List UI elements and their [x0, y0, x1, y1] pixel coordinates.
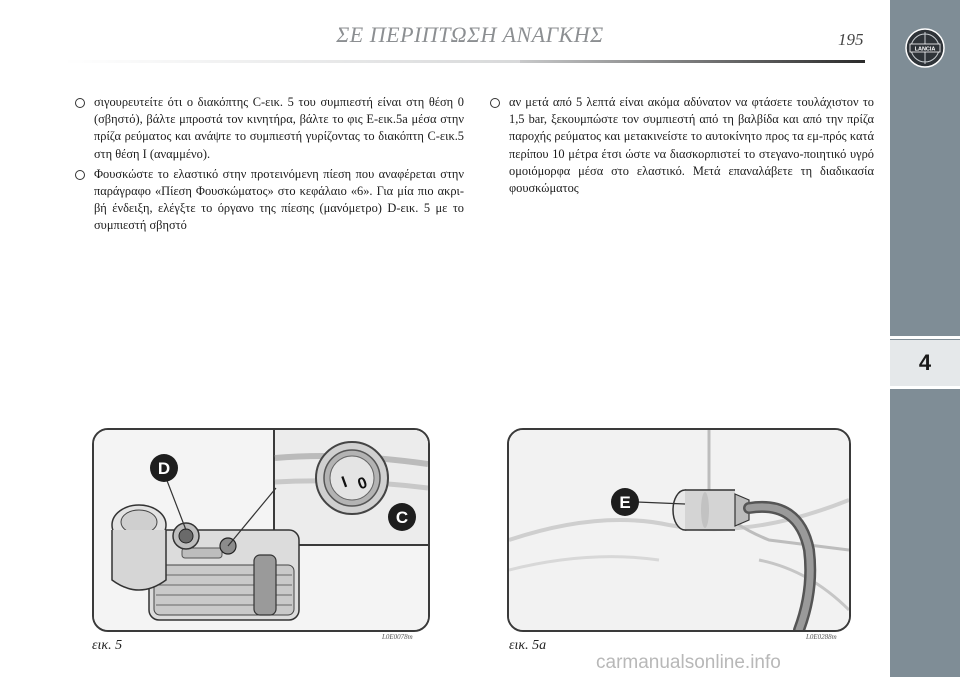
callout-e-label: E: [619, 493, 630, 512]
compressor-illustration: I 0 D: [94, 430, 428, 630]
switch-on-label: I: [340, 474, 350, 491]
chapter-tab: 4: [890, 340, 960, 386]
header-rule-dark: [520, 60, 865, 63]
figure-code: L0E0078m: [382, 633, 413, 641]
figure-code: L0E0288m: [806, 633, 837, 641]
left-column: σιγουρευτείτε ότι ο διακόπτης C-εικ. 5 τ…: [74, 94, 464, 238]
power-plug-icon: [672, 489, 750, 531]
callout-c-label: C: [396, 508, 408, 527]
paragraph-text: Φουσκώστε το ελαστικό στην προτεινόμενη …: [94, 166, 464, 233]
paragraph-text: αν μετά από 5 λεπτά είναι ακόμα αδύνατον…: [509, 95, 874, 196]
callout-e-badge: E: [611, 488, 639, 516]
paragraph-text: σιγουρευτείτε ότι ο διακόπτης C-εικ. 5 τ…: [94, 95, 464, 161]
sidebar-separator-bottom: [890, 386, 960, 389]
compressor-icon: [111, 504, 300, 621]
lancia-logo: LANCIA: [905, 28, 945, 68]
watermark: carmanualsonline.info: [596, 652, 781, 673]
bullet-icon: [75, 98, 85, 108]
page-title: ΣΕ ΠΕΡΙΠΤΩΣΗ ΑΝΑΓΚΗΣ: [336, 22, 604, 47]
list-item: Φουσκώστε το ελαστικό στην προτεινόμενη …: [74, 166, 464, 235]
socket-illustration: E: [509, 430, 849, 630]
figure-caption: εικ. 5a: [509, 638, 547, 653]
figure-compressor: I 0 D: [92, 428, 430, 632]
bullet-icon: [75, 169, 85, 180]
bullet-icon: [490, 98, 500, 108]
list-item: σιγουρευτείτε ότι ο διακόπτης C-εικ. 5 τ…: [74, 94, 464, 163]
logo-text: LANCIA: [915, 47, 936, 53]
callout-d-badge: D: [150, 454, 178, 482]
list-item: αν μετά από 5 λεπτά είναι ακόμα αδύνατον…: [489, 94, 874, 197]
page-number: 195: [838, 30, 864, 49]
figure-power-socket: E: [507, 428, 851, 632]
header-rule-light: [64, 60, 524, 63]
callout-d-label: D: [158, 459, 170, 478]
figure-caption: εικ. 5: [92, 638, 123, 653]
callout-c-badge: C: [388, 503, 416, 531]
sidebar-separator-top: [890, 336, 960, 339]
power-switch-icon: I 0: [315, 441, 389, 515]
right-column: αν μετά από 5 λεπτά είναι ακόμα αδύνατον…: [489, 94, 874, 200]
